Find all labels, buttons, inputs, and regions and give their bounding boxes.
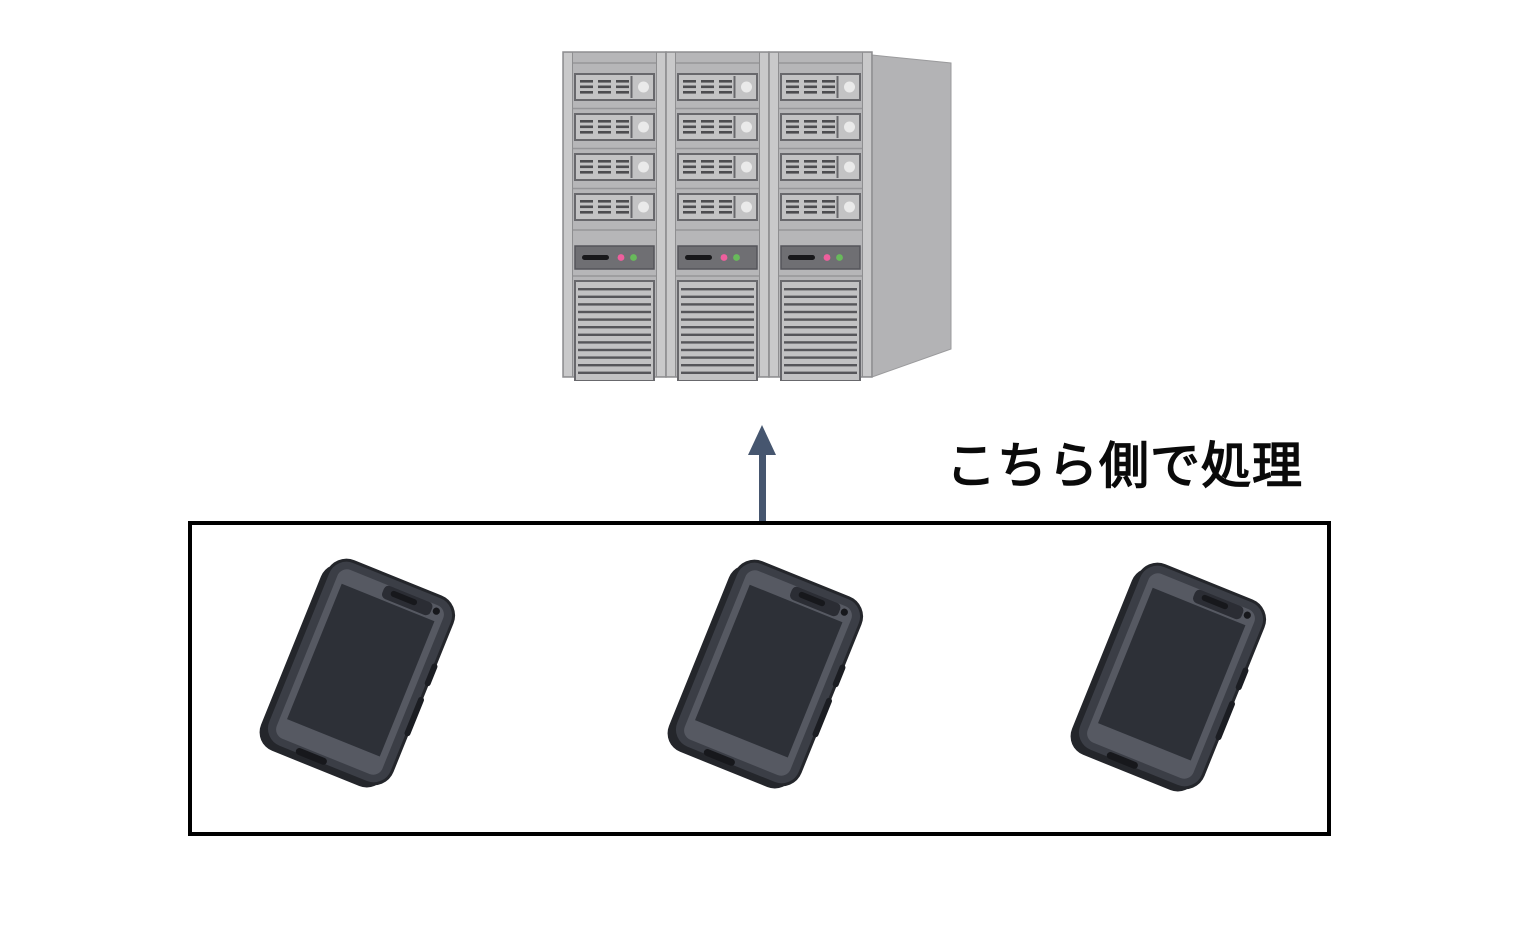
caption-label: こちら側で処理 <box>946 438 1303 494</box>
devices-box <box>188 521 1331 836</box>
smartphone-illustration <box>1063 554 1275 803</box>
smartphone-illustration <box>660 551 872 800</box>
smartphone-illustration <box>252 550 464 799</box>
arrow-head <box>748 425 776 455</box>
arrow-shaft <box>758 455 766 521</box>
arrow-up-icon <box>748 425 776 521</box>
server-rack-illustration <box>558 46 952 381</box>
